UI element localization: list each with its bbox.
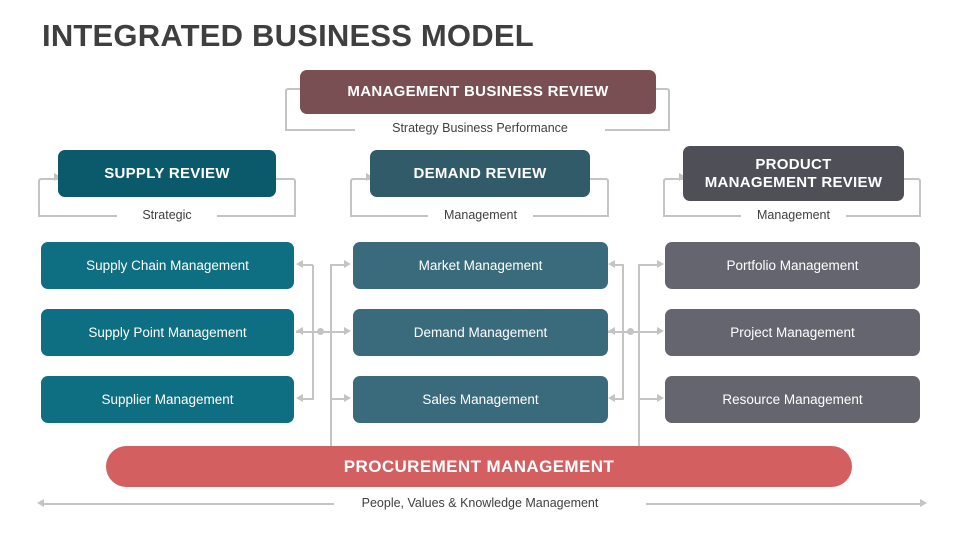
node-product-management-review[interactable]: PRODUCT MANAGEMENT REVIEW (683, 146, 904, 201)
supply-bus-row1-arrowhead (296, 260, 303, 268)
product-bus-row1-arrowhead (657, 260, 664, 268)
product-loop-arrowhead (679, 173, 686, 181)
product-loop-right (899, 178, 921, 217)
caption-demand-management: Management (428, 208, 533, 222)
supply-loop-bottom-right-line (204, 215, 296, 217)
caption-product-management: Management (741, 208, 846, 222)
footer-line-right (646, 503, 920, 505)
demand-loop-right (587, 178, 609, 217)
supply-bus-row3 (303, 398, 313, 400)
demand-left-bus-row3-arrowhead (344, 394, 351, 402)
node-supply-review-label: SUPPLY REVIEW (104, 164, 230, 182)
node-procurement-management[interactable]: PROCUREMENT MANAGEMENT (106, 446, 852, 487)
node-resource-management-label: Resource Management (722, 391, 863, 407)
demand-loop-bottom-right-line (529, 215, 609, 217)
node-product-management-review-label-line1: PRODUCT (755, 155, 832, 173)
node-sales-management[interactable]: Sales Management (353, 376, 608, 423)
supply-loop-bottom-left-line (38, 215, 133, 217)
node-demand-review-label: DEMAND REVIEW (413, 164, 547, 182)
demand-left-bus-row1 (330, 264, 344, 266)
caption-supply-strategic: Strategic (117, 208, 217, 222)
footer-arrow-right (920, 499, 927, 507)
demand-left-bus-row1-arrowhead (344, 260, 351, 268)
node-portfolio-management-label: Portfolio Management (726, 257, 859, 273)
node-market-management[interactable]: Market Management (353, 242, 608, 289)
node-supply-chain-management-label: Supply Chain Management (86, 257, 249, 273)
demand-left-bus-row2-arrowhead (344, 327, 351, 335)
demand-loop-bottom-left-line (350, 215, 430, 217)
demand-right-bus-row3 (615, 398, 624, 400)
node-demand-review[interactable]: DEMAND REVIEW (370, 150, 590, 197)
supply-loop-right (274, 178, 296, 217)
product-loop-bottom-right-line (841, 215, 921, 217)
node-procurement-management-label: PROCUREMENT MANAGEMENT (343, 456, 615, 476)
product-bus-row3 (638, 398, 657, 400)
node-sales-management-label: Sales Management (422, 391, 539, 407)
node-management-business-review-label: MANAGEMENT BUSINESS REVIEW (347, 83, 609, 101)
demand-right-bus-row3-arrowhead (608, 394, 615, 402)
node-supplier-management-label: Supplier Management (101, 391, 234, 407)
supply-bus-row3-arrowhead (296, 394, 303, 402)
product-bus-row2-arrowhead (657, 327, 664, 335)
node-product-management-review-label-line2: MANAGEMENT REVIEW (704, 173, 883, 191)
caption-people-values-knowledge: People, Values & Knowledge Management (330, 496, 630, 510)
top-loop-left (285, 88, 307, 131)
caption-supply-strategic-text: Strategic (142, 208, 192, 222)
page-title: INTEGRATED BUSINESS MODEL (42, 18, 534, 53)
caption-strategy-business-performance: Strategy Business Performance (355, 121, 605, 135)
demand-left-bus-row3 (330, 398, 344, 400)
top-loop-right (648, 88, 670, 131)
node-project-management[interactable]: Project Management (665, 309, 920, 356)
right-bus-to-procurement (638, 331, 640, 456)
demand-right-bus-row1-arrowhead (608, 260, 615, 268)
product-loop-left (663, 178, 685, 217)
node-supplier-management[interactable]: Supplier Management (41, 376, 294, 423)
left-bus-junction-dot (317, 328, 324, 335)
demand-loop-left (350, 178, 372, 217)
product-bus-row3-arrowhead (657, 394, 664, 402)
demand-right-bus-row1 (615, 264, 624, 266)
caption-people-values-knowledge-text: People, Values & Knowledge Management (361, 496, 599, 510)
node-portfolio-management[interactable]: Portfolio Management (665, 242, 920, 289)
top-loop-bottom-right-line (578, 129, 670, 131)
supply-loop-left (38, 178, 60, 217)
caption-strategy-business-performance-text: Strategy Business Performance (392, 121, 568, 135)
node-supply-chain-management[interactable]: Supply Chain Management (41, 242, 294, 289)
supply-loop-arrowhead (54, 173, 61, 181)
caption-product-management-text: Management (757, 208, 830, 222)
left-bus-to-procurement (330, 331, 332, 456)
supply-bus-row1 (303, 264, 313, 266)
node-supply-point-management[interactable]: Supply Point Management (41, 309, 294, 356)
node-management-business-review[interactable]: MANAGEMENT BUSINESS REVIEW (300, 70, 656, 114)
right-bus-junction-dot (627, 328, 634, 335)
footer-line-left (44, 503, 334, 505)
node-supply-review[interactable]: SUPPLY REVIEW (58, 150, 276, 197)
product-loop-bottom-left-line (663, 215, 741, 217)
footer-arrow-left (37, 499, 44, 507)
node-market-management-label: Market Management (418, 257, 543, 273)
product-bus-row1 (638, 264, 657, 266)
node-resource-management[interactable]: Resource Management (665, 376, 920, 423)
node-supply-point-management-label: Supply Point Management (88, 324, 247, 340)
node-project-management-label: Project Management (730, 324, 855, 340)
node-demand-management-label: Demand Management (413, 324, 548, 340)
top-loop-bottom-left-line (285, 129, 390, 131)
caption-demand-management-text: Management (444, 208, 517, 222)
node-demand-management[interactable]: Demand Management (353, 309, 608, 356)
demand-loop-arrowhead (366, 173, 373, 181)
